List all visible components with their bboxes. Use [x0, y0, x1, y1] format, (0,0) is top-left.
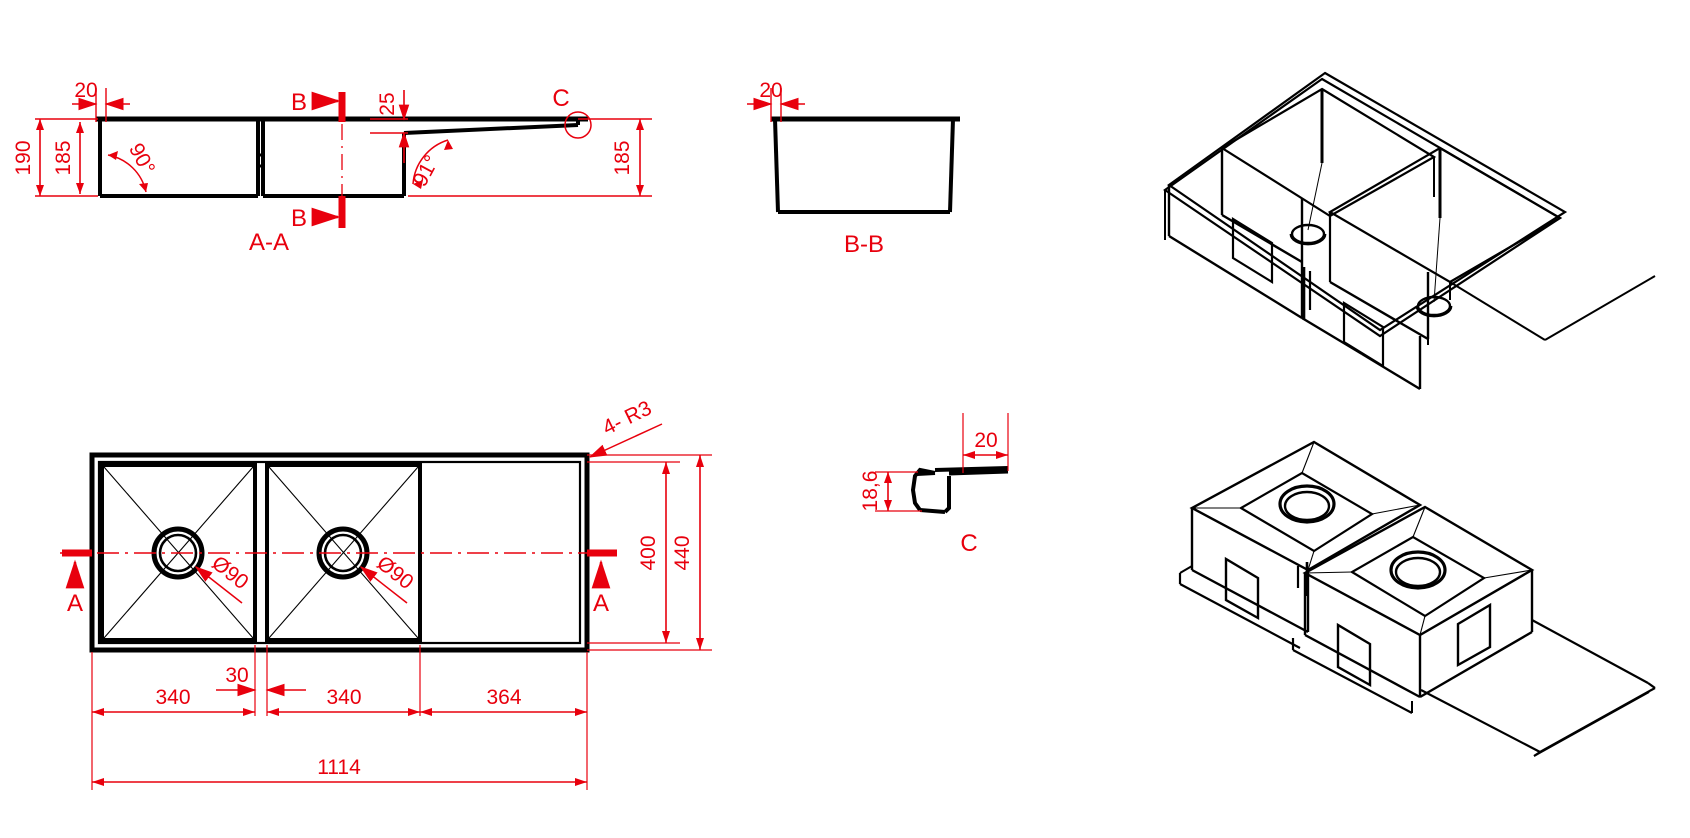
view-plan: A A Ø90 Ø90 4- R3 400 [60, 397, 712, 790]
section-marker-a-right-label: A [593, 590, 609, 617]
angle-aa-90-text: 90° [124, 140, 159, 179]
dim-aa-bowl-depth: 185 [52, 122, 84, 194]
detail-c-geometry [910, 466, 1009, 514]
angle-aa-90: 90° [107, 140, 159, 193]
view-isometric-top [1163, 71, 1656, 391]
callout-corner-radius: 4- R3 [588, 397, 663, 458]
view-title-bb: B-B [844, 231, 884, 258]
dim-plan-bowl1-width-text: 340 [155, 686, 190, 709]
view-title-detail-c: C [960, 530, 977, 557]
dim-detail-c-width: 20 [962, 413, 1009, 473]
view-detail-c: 20 18,6 C [859, 413, 1009, 557]
detail-callout-c: C [552, 85, 592, 139]
detail-callout-c-label: C [552, 85, 569, 112]
angle-aa-91: 91° [409, 139, 453, 190]
dim-plan-bowl-depth: 400 [587, 461, 680, 644]
dim-plan-bowl1-width: 340 [92, 686, 255, 716]
dim-aa-right-height: 185 [408, 118, 652, 197]
dim-plan-overall-width: 440 [587, 454, 712, 651]
dim-plan-bowl2-width: 340 [267, 686, 420, 716]
view-section-aa: 20 190 185 90° B [12, 79, 652, 256]
view-title-aa: A-A [249, 229, 289, 256]
dim-aa-bowl-depth-text: 185 [52, 140, 75, 175]
view-isometric-bottom [1178, 440, 1656, 757]
plan-extension-lines [91, 645, 588, 790]
dim-plan-divider-text: 30 [225, 664, 248, 687]
dim-plan-overall-width-text: 440 [671, 535, 694, 570]
dim-aa-drainboard-drop: 25 [370, 90, 410, 163]
dim-aa-overall-height-text: 190 [12, 140, 35, 175]
dim-plan-drainboard-width: 364 [420, 686, 587, 716]
dim-plan-overall-length-text: 1114 [317, 756, 361, 779]
dim-aa-drainboard-drop-text: 25 [376, 92, 399, 115]
dim-plan-bowl-depth-text: 400 [637, 535, 660, 570]
callout-drain-1-text: Ø90 [207, 552, 252, 595]
dim-bb-rim-width-text: 20 [759, 79, 782, 102]
section-marker-b-bottom-label: B [291, 205, 307, 232]
dim-aa-rim-width-text: 20 [74, 79, 97, 102]
callout-drain-2-text: Ø90 [372, 552, 417, 595]
dim-plan-bowl2-width-text: 340 [326, 686, 361, 709]
dim-aa-overall-height: 190 [12, 118, 98, 197]
dim-plan-overall-length: 1114 [92, 756, 587, 786]
dim-aa-rim-width: 20 [72, 79, 130, 122]
callout-drain-1: Ø90 [194, 552, 253, 604]
dim-detail-c-width-text: 20 [974, 429, 997, 452]
dim-detail-c-height-text: 18,6 [859, 471, 882, 512]
callout-corner-radius-text: 4- R3 [599, 397, 655, 440]
section-marker-a-left: A [62, 549, 92, 617]
dim-detail-c-height: 18,6 [859, 471, 922, 512]
section-marker-b-top: B [291, 89, 346, 122]
section-bb-geometry [771, 116, 960, 214]
callout-drain-2: Ø90 [359, 552, 418, 604]
dim-aa-right-height-text: 185 [611, 140, 634, 175]
view-section-bb: 20 B-B [747, 79, 960, 258]
section-marker-b-top-label: B [291, 89, 307, 116]
section-marker-a-right: A [587, 549, 617, 617]
dim-plan-divider: 30 [216, 664, 306, 697]
dim-bb-rim-width: 20 [747, 79, 805, 122]
dim-plan-drainboard-width-text: 364 [486, 686, 521, 709]
section-marker-b-bottom: B [291, 196, 346, 232]
section-marker-a-left-label: A [67, 590, 83, 617]
